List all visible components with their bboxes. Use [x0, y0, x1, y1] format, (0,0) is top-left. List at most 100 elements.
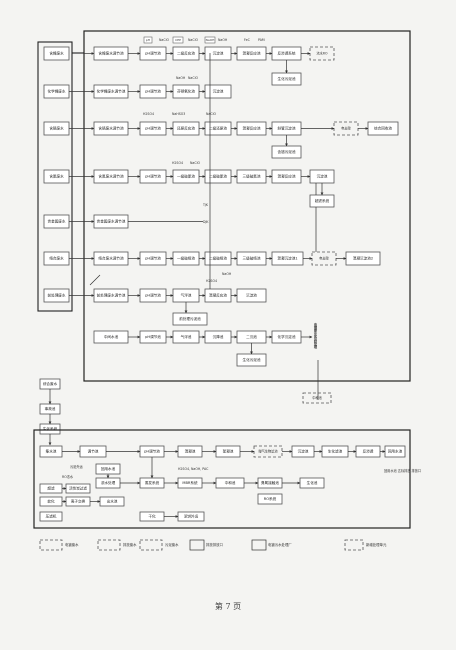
svg-text:络合废水: 络合废水: [49, 256, 64, 261]
svg-text:超滤系统: 超滤系统: [315, 198, 330, 203]
svg-text:前处理污泥池: 前处理污泥池: [179, 316, 201, 321]
bio-system: 生化系统: [39, 423, 61, 435]
svg-text:沉淀池: 沉淀池: [298, 449, 309, 454]
source-complex: 络合废水: [43, 251, 70, 266]
lower-row-1: 集水池 调节池 pH调节池 混凝池 絮凝池 曝气生物滤池 沉淀池 生化滤池 反渗…: [39, 445, 406, 458]
nickel-reaction: 二级反应池: [172, 46, 200, 61]
source-nickel: 含镍废水: [43, 46, 70, 61]
source-pretreatment: 前处理废水: [43, 288, 70, 303]
row-chem-nickel: 化学镍废水调节池 pH调节池 芬顿氧化池 沉淀池 NaOH NaClO: [93, 76, 232, 99]
mid-secondary: 二沉池: [236, 330, 267, 344]
svg-text:混凝沉淀池2: 混凝沉淀池2: [353, 256, 373, 261]
svg-text:含铬污泥池: 含铬污泥池: [278, 149, 296, 154]
svg-text:RO系统: RO系统: [264, 496, 277, 501]
svg-text:生化池: 生化池: [307, 480, 318, 485]
svg-text:NaClO: NaClO: [188, 38, 198, 42]
svg-text:pH调节池: pH调节池: [145, 334, 161, 339]
svg-text:沉淀池: 沉淀池: [246, 293, 257, 298]
svg-text:干化: 干化: [148, 514, 156, 519]
source-chromium: 含铬废水: [43, 121, 70, 136]
row-middle-pool: 中间水池 pH调节池 气浮池 沉降池 二沉池 化学沉淀池 生化污泥池 电镀废水系…: [93, 322, 318, 367]
nickel-sludge: 生化污泥池: [271, 72, 302, 86]
combined-wastewater: 综合废水: [39, 378, 61, 390]
svg-text:沉淀池: 沉淀池: [317, 174, 328, 179]
svg-text:混凝反应池: 混凝反应池: [209, 293, 227, 298]
svg-text:pH调节池: pH调节池: [145, 174, 161, 179]
svg-text:活性炭过滤: 活性炭过滤: [69, 486, 87, 491]
svg-text:排放废水: 排放废水: [123, 542, 137, 547]
svg-text:TJK: TJK: [202, 203, 209, 207]
cyanide-ph: pH调节池: [139, 169, 167, 184]
svg-text:反渗透: 反渗透: [363, 449, 374, 454]
source-precious-metal: 贵金属废水: [43, 214, 70, 229]
svg-text:压滤机: 压滤机: [46, 514, 57, 519]
nickel-settle: 沉淀池: [204, 46, 232, 61]
precious-tank: 贵金属废水调节池: [93, 214, 129, 229]
svg-text:贵金属废水调节池: 贵金属废水调节池: [97, 219, 126, 224]
cyanide-break1: 一级破氰池: [172, 169, 200, 184]
svg-text:气浮池: 气浮池: [181, 293, 192, 298]
svg-text:回用水池: 回用水池: [101, 466, 116, 471]
svg-text:混凝反应池: 混凝反应池: [243, 126, 261, 131]
lower-system-frame: [33, 429, 411, 529]
svg-text:pH调节池: pH调节池: [144, 449, 160, 454]
svg-text:回用水池: 回用水池: [388, 449, 403, 454]
complex-break2: 二级破络池: [204, 251, 232, 266]
svg-text:H2SO4: H2SO4: [143, 112, 154, 116]
mid-settle: 沉降池: [204, 330, 232, 344]
svg-text:混凝池: 混凝池: [185, 449, 196, 454]
svg-text:综合回收池: 综合回收池: [374, 126, 392, 131]
nickel-coag: 混凝反应池: [236, 46, 267, 61]
cyanide-break2: 二级破氰池: [204, 169, 232, 184]
svg-text:斜管沉淀池: 斜管沉淀池: [278, 126, 296, 131]
row-nickel: 含镍废水调节池 pH调节池 二级反应池 沉淀池 混凝反应池 反渗透系统 浓水RO…: [93, 36, 335, 86]
svg-text:电镀废水系统处理: 电镀废水系统处理: [313, 322, 318, 349]
svg-text:浓水RO: 浓水RO: [316, 51, 328, 56]
pre-tank: 前处理废水调节池: [93, 288, 129, 303]
svg-text:含氰废水调节池: 含氰废水调节池: [98, 174, 124, 179]
chem-nickel-ph: pH调节池: [139, 84, 167, 99]
svg-text:生化滤池: 生化滤池: [328, 449, 343, 454]
svg-text:NaClO: NaClO: [188, 76, 198, 80]
pre-coag: 混凝反应池: [204, 288, 232, 303]
chromium-settle: 斜管沉淀池: [271, 121, 302, 136]
svg-text:RO浓水: RO浓水: [62, 474, 74, 479]
neutral-pool: [302, 392, 332, 404]
svg-text:pH调节池: pH调节池: [145, 51, 161, 56]
page-number: 第 7 页: [214, 602, 242, 611]
complex-coag1: 混凝沉淀池1: [271, 251, 304, 266]
svg-text:还原反应池: 还原反应池: [177, 126, 195, 131]
svg-text:NaOH: NaOH: [206, 38, 215, 42]
svg-text:臭氧接触池: 臭氧接触池: [261, 480, 279, 485]
chem-nickel-settle: 沉淀池: [204, 84, 232, 99]
svg-text:芬顿氧化池: 芬顿氧化池: [177, 89, 195, 94]
svg-text:含镍废水调节池: 含镍废水调节池: [98, 51, 124, 56]
pre-sludge: 前处理污泥池: [172, 312, 208, 326]
svg-text:pH调节池: pH调节池: [145, 89, 161, 94]
svg-text:生化污泥池: 生化污泥池: [243, 357, 261, 362]
nickel-tank: 含镍废水调节池: [93, 46, 129, 61]
row-cyanide: 含氰废水调节池 pH调节池 一级破氰池 二级破氰池 三级破氰池 混凝反应池 沉淀…: [93, 161, 335, 208]
pre-float: 气浮池: [172, 288, 200, 303]
svg-text:新增处理单元: 新增处理单元: [366, 542, 387, 547]
svg-text:软化: 软化: [47, 499, 55, 504]
chem-nickel-fenton: 芬顿氧化池: [172, 84, 200, 99]
svg-text:NaOH: NaOH: [222, 272, 232, 276]
svg-text:电去除: 电去除: [319, 256, 329, 261]
complex-coag2: 混凝沉淀池2: [345, 251, 381, 266]
svg-text:沉淀池: 沉淀池: [213, 89, 224, 94]
svg-text:混凝反应池: 混凝反应池: [278, 174, 296, 179]
svg-text:污泥外运: 污泥外运: [70, 464, 84, 469]
complex-break1: 一级破络池: [172, 251, 200, 266]
chromium-coag: 混凝反应池: [236, 121, 267, 136]
svg-text:pH调节池: pH调节池: [145, 256, 161, 261]
svg-text:事故池: 事故池: [45, 406, 56, 411]
mid-pool: 中间水池: [93, 330, 129, 344]
svg-text:DJK: DJK: [203, 220, 209, 224]
complex-tank: 络合废水调节池: [93, 251, 129, 266]
svg-text:含氰废水: 含氰废水: [49, 174, 64, 179]
svg-text:离子交换: 离子交换: [71, 499, 86, 504]
svg-text:生化系统: 生化系统: [43, 426, 58, 431]
cyanide-uf: 超滤系统: [309, 194, 335, 208]
